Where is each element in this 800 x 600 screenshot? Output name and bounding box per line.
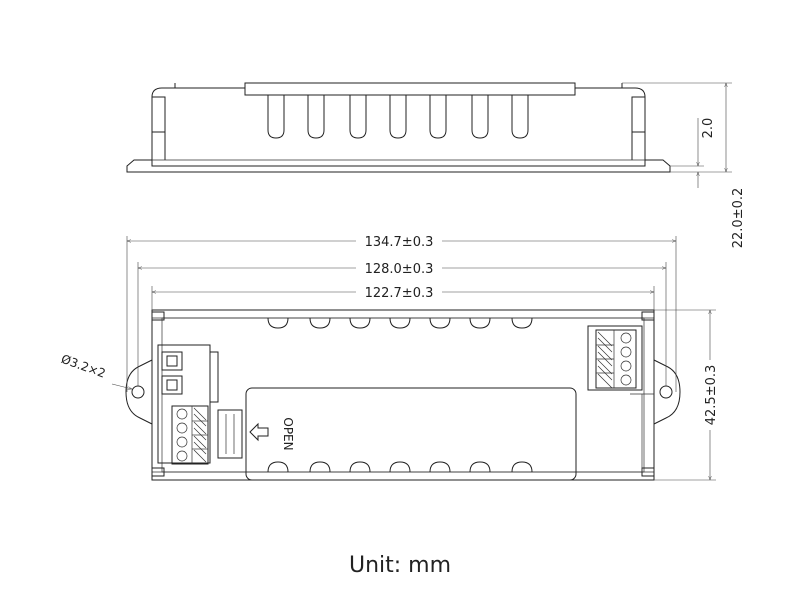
- side-lid: [174, 82, 623, 89]
- right-mount-ear: [653, 359, 681, 425]
- dim-width: 42.5±0.3: [704, 365, 719, 426]
- side-housing: [151, 87, 646, 160]
- open-arrow-icon: [249, 422, 269, 442]
- top-vents-upper: [267, 317, 533, 329]
- left-mount-hole: [131, 385, 145, 399]
- dim-flange-thickness: 2.0: [701, 118, 716, 139]
- side-fins: [267, 95, 529, 139]
- right-connector: [587, 325, 643, 391]
- side-view: [126, 82, 732, 188]
- dim-body-length: 122.7±0.3: [365, 286, 434, 301]
- dim-mount-pitch: 128.0±0.3: [365, 262, 434, 277]
- unit-label: Unit: mm: [349, 553, 451, 578]
- right-mount-hole: [659, 385, 673, 399]
- label-plate: [245, 387, 577, 481]
- dim-overall-length: 134.7±0.3: [365, 235, 434, 250]
- side-base-flange: [126, 159, 671, 173]
- open-label: OPEN: [281, 417, 295, 450]
- left-connector: [157, 344, 269, 465]
- top-vents-lower: [267, 461, 533, 473]
- left-mount-ear: [125, 359, 153, 425]
- dim-hole: Ø3.2×2: [59, 352, 107, 381]
- dim-height: 22.0±0.2: [731, 188, 746, 249]
- top-body: [151, 309, 655, 481]
